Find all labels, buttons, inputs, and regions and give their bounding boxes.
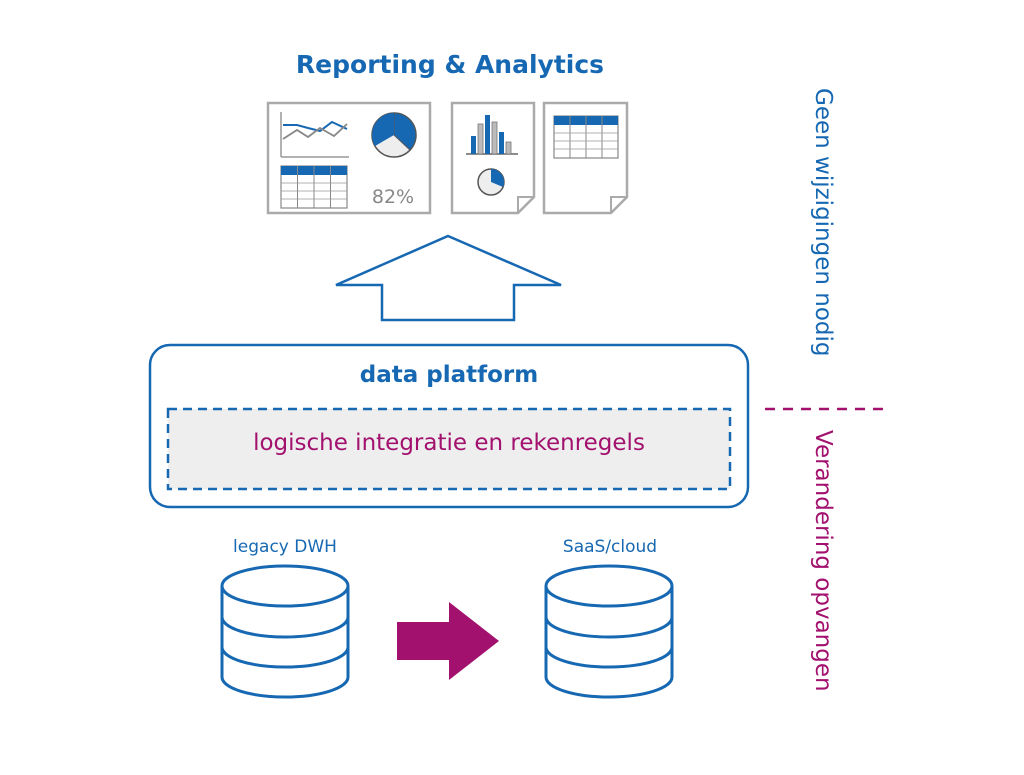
saas-database-icon	[544, 564, 674, 699]
table-icon	[280, 165, 348, 209]
legacy-dwh-label: legacy DWH	[233, 537, 337, 557]
up-arrow-icon	[335, 234, 562, 322]
side-label-absorb-change: Verandering opvangen	[810, 430, 836, 692]
data-platform-title: data platform	[359, 362, 539, 388]
integration-panel	[166, 407, 732, 491]
right-arrow-icon	[397, 602, 499, 680]
document-table-icon	[542, 101, 629, 215]
percent-label: 82%	[372, 186, 414, 208]
saas-cloud-label: SaaS/cloud	[562, 537, 658, 557]
integration-label: logische integratie en rekenregels	[253, 430, 645, 456]
legacy-database-icon	[220, 564, 350, 699]
pie-chart-icon	[371, 112, 417, 158]
line-chart-icon	[280, 112, 349, 158]
diagram-title: Reporting & Analytics	[295, 50, 605, 79]
dashboard-icon: 82%	[266, 101, 432, 215]
side-label-no-changes: Geen wijzigingen nodig	[810, 88, 836, 357]
document-chart-icon	[450, 101, 536, 215]
